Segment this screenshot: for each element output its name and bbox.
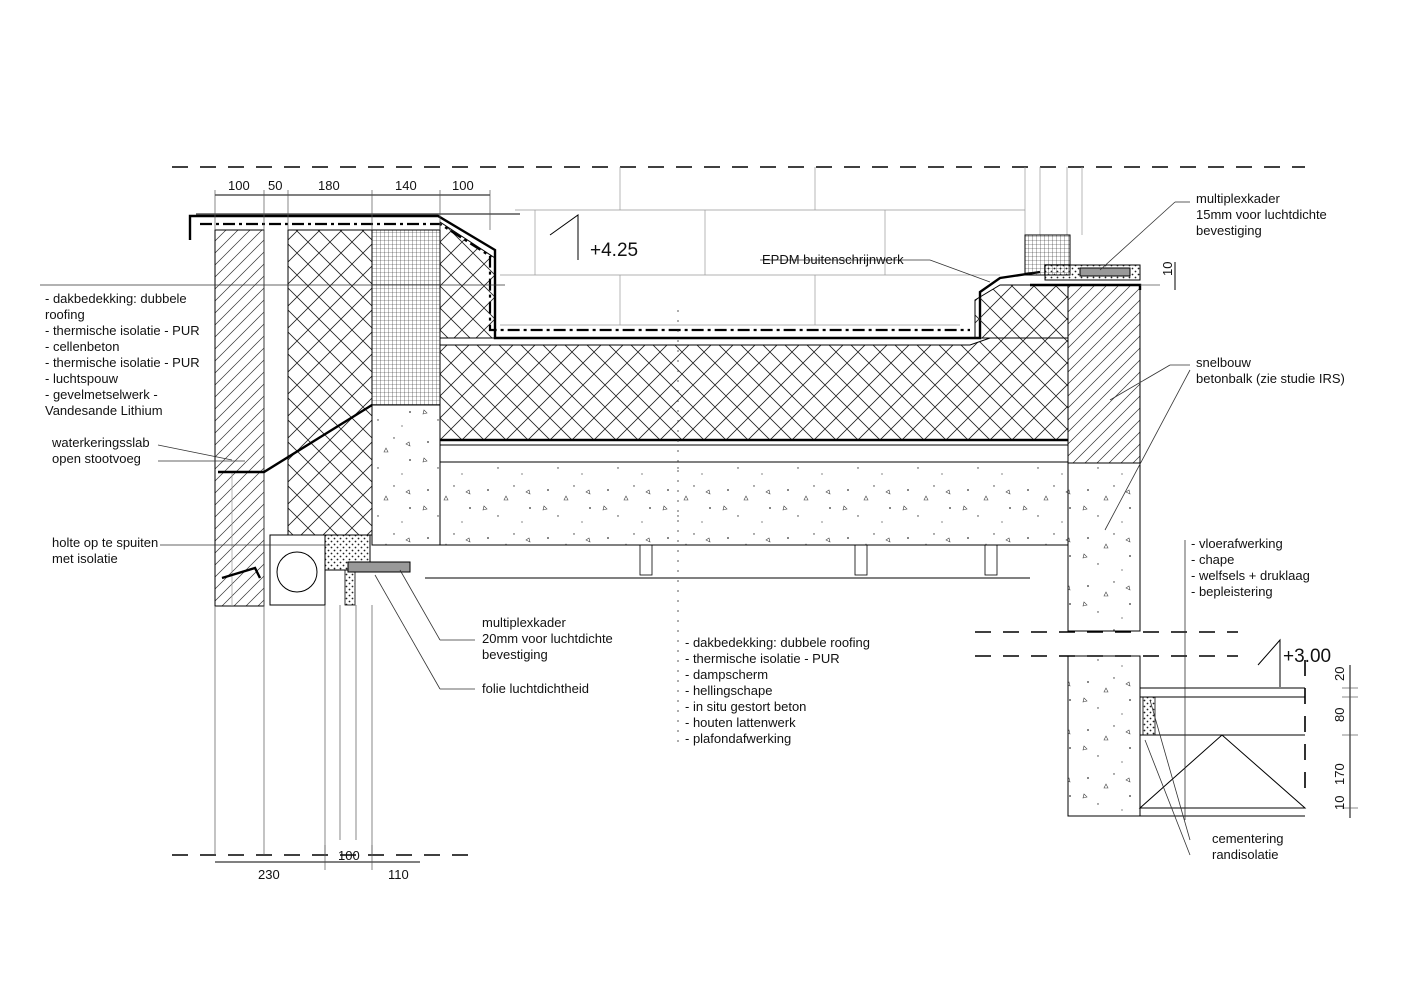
level-roof: +4.25 <box>549 214 638 261</box>
roof-layer-4: - in situ gestort beton <box>685 699 806 714</box>
dim-bottom-2: 100 <box>338 848 360 863</box>
label-multiplex20-1: multiplexkader <box>482 615 566 630</box>
floor-layer-list: - vloerafwerking - chape - welfsels + dr… <box>1191 536 1310 599</box>
left-layer-0: - dakbedekking: dubbele <box>45 291 187 306</box>
label-multiplex15-1: multiplexkader <box>1196 191 1280 206</box>
label-randisolatie: randisolatie <box>1212 847 1279 862</box>
top-dimension-chain: 100 50 180 140 100 <box>214 178 491 230</box>
label-folie: folie luchtdichtheid <box>482 681 589 696</box>
roof-insulation <box>439 284 1069 442</box>
label-snelbouw: snelbouw <box>1196 355 1252 370</box>
roof-layer-5: - houten lattenwerk <box>685 715 796 730</box>
label-holte-2: met isolatie <box>52 551 118 566</box>
dim-right-80: 80 <box>1332 708 1347 722</box>
left-layer-2: - thermische isolatie - PUR <box>45 323 200 338</box>
left-layer-3: - cellenbeton <box>45 339 119 354</box>
roof-layer-0: - dakbedekking: dubbele roofing <box>685 635 870 650</box>
label-betonbalk: betonbalk (zie studie IRS) <box>1196 371 1345 386</box>
dim-top-1: 100 <box>228 178 250 193</box>
level-roof-text: +4.25 <box>590 240 638 261</box>
floor-layer-0: - vloerafwerking <box>1191 536 1283 551</box>
floor-buildup <box>1068 687 1307 817</box>
label-multiplex20-2: 20mm voor luchtdichte <box>482 631 613 646</box>
dim-right-20: 20 <box>1332 667 1347 681</box>
dim-top-5: 100 <box>452 178 474 193</box>
floor-layer-2: - welfsels + druklaag <box>1191 568 1310 583</box>
concrete-beam <box>1024 234 1160 817</box>
roof-edge-coping <box>188 213 1041 340</box>
roof-layer-1: - thermische isolatie - PUR <box>685 651 840 666</box>
window-frame <box>269 534 411 855</box>
roof-layer-2: - dampscherm <box>685 667 768 682</box>
concrete-slab <box>439 444 1069 546</box>
dim-bottom-3: 110 <box>388 867 409 882</box>
left-layer-6: - gevelmetselwerk - <box>45 387 158 402</box>
background-wall-lines <box>500 167 1083 326</box>
left-layer-1: roofing <box>45 307 85 322</box>
ceiling-battens <box>425 544 1068 579</box>
label-multiplex20-3: bevestiging <box>482 647 548 662</box>
floor-layer-3: - bepleistering <box>1191 584 1273 599</box>
dim-top-2: 50 <box>268 178 282 193</box>
label-holte-1: holte op te spuiten <box>52 535 158 550</box>
roof-layer-3: - hellingschape <box>685 683 772 698</box>
left-layer-4: - thermische isolatie - PUR <box>45 355 200 370</box>
leader-lines <box>40 201 1191 856</box>
label-epdm: EPDM buitenschrijnwerk <box>762 252 904 267</box>
label-waterkeringsslab: waterkeringsslab <box>51 435 150 450</box>
facade-masonry <box>214 229 265 855</box>
left-layer-list: - dakbedekking: dubbele roofing - thermi… <box>45 291 200 418</box>
level-floor: +3.00 <box>1257 638 1331 687</box>
break-lines <box>172 166 1306 856</box>
left-layer-5: - luchtspouw <box>45 371 119 386</box>
dim-right-10a: 10 <box>1160 262 1175 276</box>
level-floor-text: +3.00 <box>1283 646 1331 667</box>
aerated-concrete-block <box>371 404 441 546</box>
right-dimension-chain: 20 80 170 10 10 <box>1160 262 1358 818</box>
label-cementering: cementering <box>1212 831 1284 846</box>
dim-top-3: 180 <box>318 178 340 193</box>
dim-right-10b: 10 <box>1332 796 1347 810</box>
dim-top-4: 140 <box>395 178 417 193</box>
label-multiplex15-3: bevestiging <box>1196 223 1262 238</box>
label-open-stootvoeg: open stootvoeg <box>52 451 141 466</box>
cavity-insulation <box>287 221 496 536</box>
floor-layer-1: - chape <box>1191 552 1234 567</box>
roof-layer-list: - dakbedekking: dubbele roofing - thermi… <box>685 635 870 746</box>
damp-proof-slab <box>218 403 373 580</box>
label-multiplex15-2: 15mm voor luchtdichte <box>1196 207 1327 222</box>
roof-layer-6: - plafondafwerking <box>685 731 791 746</box>
dim-bottom-1: 230 <box>258 867 280 882</box>
dim-right-170: 170 <box>1332 763 1347 785</box>
bottom-dimension-chain: 230 100 110 <box>215 845 420 882</box>
left-layer-7: Vandesande Lithium <box>45 403 163 418</box>
